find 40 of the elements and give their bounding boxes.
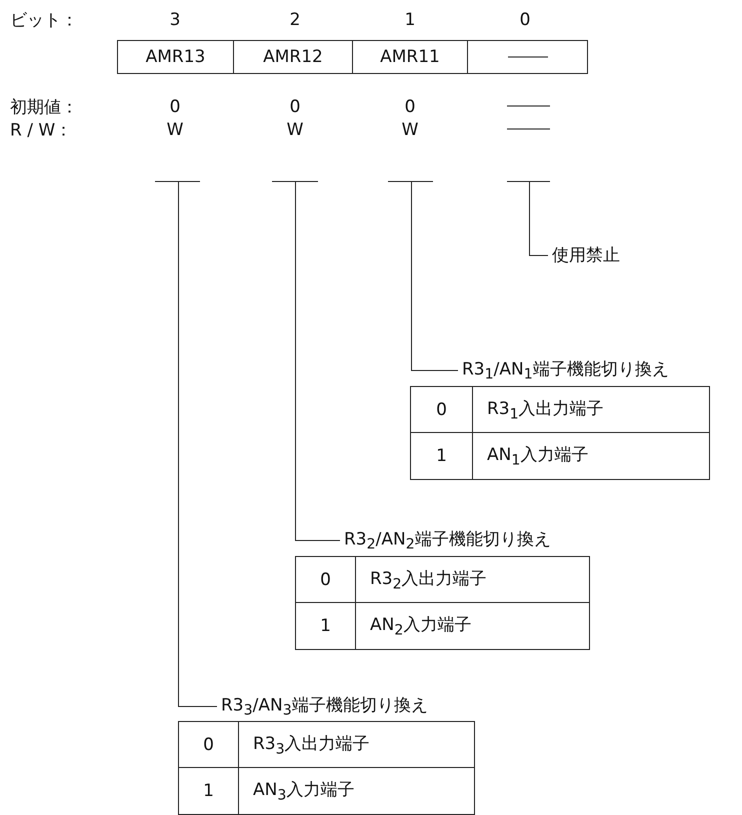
setting-text: AN$_{3}$入力端子 (252, 779, 356, 806)
initial-value: 0 (290, 97, 300, 117)
leader-line (411, 182, 458, 371)
register-cell: AMR11 (352, 40, 468, 74)
setting-table (410, 386, 710, 480)
setting-text: R3$_{3}$入出力端子 (239, 722, 474, 768)
note-text: 使用禁止 (552, 244, 620, 266)
bit-number: 0 (520, 10, 530, 30)
bit-value: 0 (179, 722, 239, 768)
setting-text: R3$_{2}$入出力端子 (356, 557, 589, 603)
bit-value: 1 (179, 768, 239, 814)
rw-value: W (402, 120, 418, 140)
field-heading: R3$_{1}$/AN$_{1}$端子機能切り換え (462, 357, 669, 383)
field-heading: R3$_{3}$/AN$_{3}$端子機能切り換え (221, 693, 428, 719)
leader-line (529, 182, 548, 256)
bit-value: 0 (296, 557, 356, 603)
bit-value: 0 (411, 387, 473, 433)
reserved-cell (467, 40, 588, 74)
row-label: 初期値： (10, 96, 78, 118)
field-heading: R3$_{2}$/AN$_{2}$端子機能切り換え (344, 527, 551, 553)
setting-table (178, 721, 475, 815)
initial-value: 0 (170, 97, 180, 117)
setting-text: AN$_{1}$入力端子 (486, 444, 590, 471)
bit-number: 3 (170, 10, 180, 30)
bit-value: 1 (296, 603, 356, 649)
bit-number: 2 (290, 10, 300, 30)
rw-value: W (166, 120, 184, 140)
bit-value: 1 (411, 433, 473, 479)
setting-text: R3$_{1}$入出力端子 (473, 387, 709, 433)
setting-table (295, 556, 590, 650)
register-cell: AMR13 (117, 40, 234, 74)
rw-value: W (286, 120, 304, 140)
register-cell: AMR12 (233, 40, 353, 74)
bit-number: 1 (404, 10, 416, 30)
leader-line (178, 182, 218, 707)
row-label: ビット： (10, 10, 78, 32)
row-label: R / W： (10, 120, 72, 142)
leader-line (295, 182, 340, 541)
initial-value: 0 (404, 97, 416, 117)
setting-text: AN$_{2}$入力端子 (369, 614, 472, 641)
